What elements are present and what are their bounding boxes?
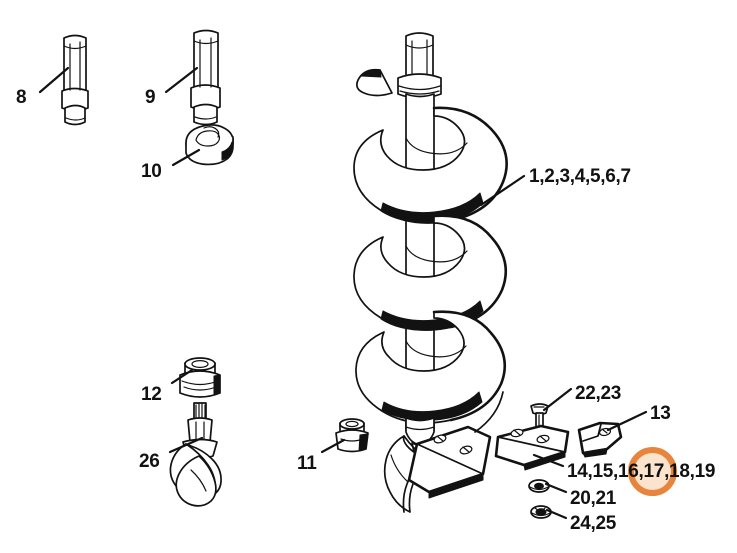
leader-22-23 (542, 387, 573, 412)
part-20-21-washer (528, 479, 550, 493)
part-26-blade (169, 402, 222, 507)
callout-label-9: 9 (145, 87, 156, 108)
part-13-bracket (577, 421, 623, 458)
callout-label-13: 13 (650, 403, 671, 424)
callout-label-22-23: 22,23 (575, 383, 622, 404)
leader-11 (320, 438, 346, 454)
leader-13 (606, 410, 648, 432)
leader-20-21 (544, 482, 568, 494)
callout-label-14-19: 14,15,16,17,18,19 (567, 461, 716, 482)
part-9-pin (190, 29, 221, 126)
leader-26 (168, 436, 204, 454)
part-1-7-auger-body (353, 32, 508, 513)
leader-24-25 (545, 508, 568, 520)
leader-12 (170, 368, 194, 385)
leader-lines (38, 66, 648, 520)
part-10-clip (185, 124, 234, 166)
callout-label-1-7: 1,2,3,4,5,6,7 (529, 166, 631, 187)
leader-9 (164, 66, 199, 94)
callout-label-24-25: 24,25 (570, 513, 617, 534)
callout-label-26: 26 (139, 451, 160, 472)
part-24-25-lock-washer (530, 505, 552, 519)
callout-label-20-21: 20,21 (570, 488, 617, 509)
annotation-highlight-circle (627, 446, 677, 496)
leader-10 (171, 148, 201, 167)
part-8-pin (61, 34, 89, 126)
callout-label-10: 10 (141, 161, 162, 182)
callout-label-8: 8 (16, 87, 27, 108)
leader-1-7 (479, 174, 526, 207)
leader-14-19 (532, 453, 565, 468)
part-14-19-blade-plate (494, 424, 570, 471)
callout-label-11: 11 (297, 453, 317, 474)
part-12-collar-nut (179, 357, 221, 398)
leader-8 (38, 66, 70, 94)
callout-label-12: 12 (141, 384, 162, 405)
part-11-nut (335, 418, 369, 453)
